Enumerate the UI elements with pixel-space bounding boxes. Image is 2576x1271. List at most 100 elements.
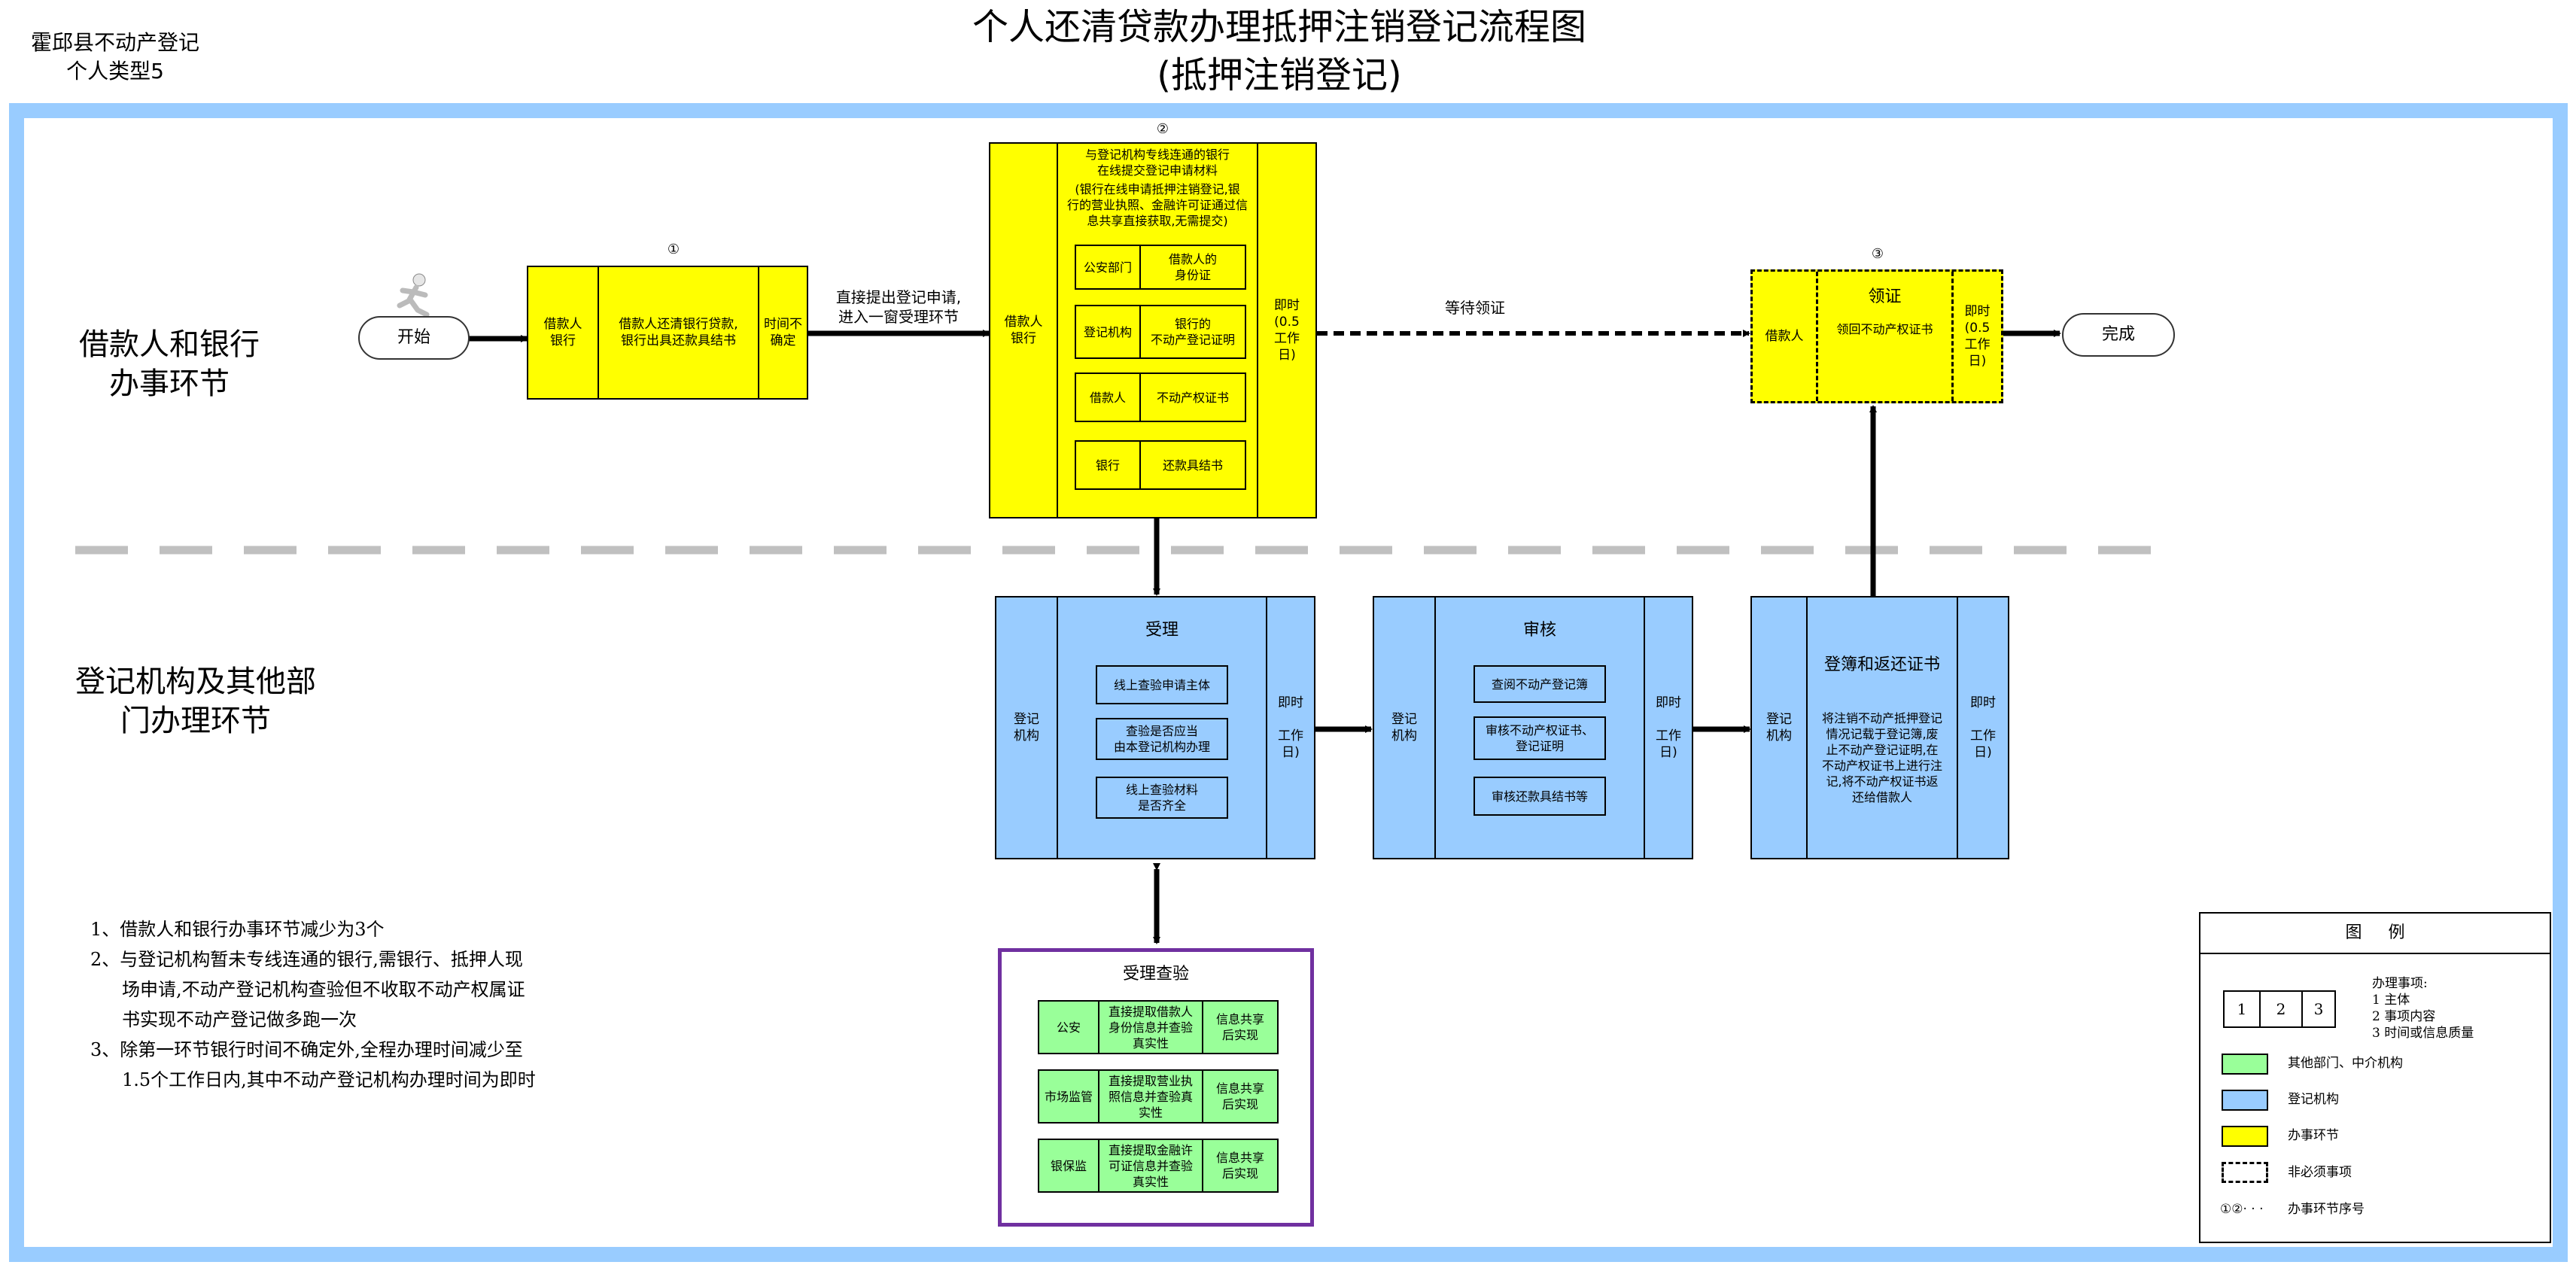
step2-row-3: 借款人 不动产权证书 xyxy=(1075,372,1246,422)
review-time: 即时 工作 日) xyxy=(1644,597,1692,858)
verify-box: 受理查验 公安 直接提取借款人 身份信息并查验 真实性 信息共享 后实现 市场监… xyxy=(998,948,1314,1227)
legend-blue-swatch xyxy=(2222,1090,2268,1111)
step1-time: 时间不 确定 xyxy=(758,267,807,398)
lane-label-bottom: 登记机构及其他部 门办理环节 xyxy=(60,662,331,740)
accept-box: 登记 机构 受理 线上查验申请主体 查验是否应当 由本登记机构办理 线上查验材料… xyxy=(995,596,1315,859)
legend-items-title: 办理事项: xyxy=(2372,976,2428,991)
note-line: 2、与登记机构暂未专线连通的银行,需银行、抵押人现 xyxy=(90,949,523,970)
note-line: 1、借款人和银行办事环节减少为3个 xyxy=(90,919,385,940)
step2-row-4: 银行 还款具结书 xyxy=(1075,440,1246,490)
step3-title: 领证 xyxy=(1868,287,1902,306)
title-line2: (抵押注销登记) xyxy=(1157,54,1402,96)
review-item: 审核还款具结书等 xyxy=(1474,777,1606,816)
step2-row-item: 不动产权证书 xyxy=(1139,374,1245,421)
org-line2: 个人类型5 xyxy=(66,59,164,84)
end-label: 完成 xyxy=(2101,325,2135,344)
step3-content: 领回不动产权证书 xyxy=(1836,322,1933,336)
lane-top-line1: 借款人和银行 xyxy=(79,327,260,362)
legend-dashed-label: 非必须事项 xyxy=(2288,1165,2352,1180)
diagram-frame xyxy=(9,103,2568,1262)
step1-number: ① xyxy=(667,242,680,257)
legend-item: 1 主体 xyxy=(2372,993,2410,1008)
register-content: 将注销不动产抵押登记 情况记载于登记簿,废 止不动产登记证明,在 不动产权证书上… xyxy=(1821,711,1942,804)
step2-row-item: 还款具结书 xyxy=(1139,442,1245,488)
step3-content-cell: 领证 领回不动产权证书 xyxy=(1816,272,1951,401)
verify-row-content: 直接提取金融许 可证信息并查验 真实性 xyxy=(1098,1140,1202,1191)
legend-seq-label: 办事环节序号 xyxy=(2288,1202,2365,1217)
verify-row-status: 信息共享 后实现 xyxy=(1202,1002,1277,1053)
step2-row-1: 公安部门 借款人的 身份证 xyxy=(1075,245,1246,290)
step2-time: 即时 (0.5 工作 日) xyxy=(1257,144,1315,517)
legend-box-number: 2 xyxy=(2259,992,2301,1026)
note-line: 书实现不动产登记做多跑一次 xyxy=(122,1009,357,1030)
review-content: 审核 查阅不动产登记簿 审核不动产权证书、 登记证明 审核还款具结书等 xyxy=(1434,597,1644,858)
legend-items: 办理事项: 1 主体 2 事项内容 3 时间或信息质量 xyxy=(2372,975,2474,1041)
step3-subject: 借款人 xyxy=(1765,329,1804,344)
verify-row-content: 直接提取借款人 身份信息并查验 真实性 xyxy=(1098,1002,1202,1053)
org-line1: 霍邱县不动产登记 xyxy=(30,30,199,55)
step2-subject: 借款人 银行 xyxy=(1004,315,1043,346)
arrow1-label: 直接提出登记申请, 进入一窗受理环节 xyxy=(835,288,962,326)
legend: 图 例 1 2 3 办理事项: 1 主体 2 事项内容 3 时间或信息质量 其他… xyxy=(2199,912,2551,1243)
step2-number: ② xyxy=(1156,121,1169,137)
note-line: 3、除第一环节银行时间不确定外,全程办理时间减少至 xyxy=(90,1039,523,1060)
title-line1: 个人还清贷款办理抵押注销登记流程图 xyxy=(972,6,1586,48)
org-name: 霍邱县不动产登记 个人类型5 xyxy=(21,29,209,86)
notes: 1、借款人和银行办事环节减少为3个 2、与登记机构暂未专线连通的银行,需银行、抵… xyxy=(90,914,662,1095)
legend-box-number: 1 xyxy=(2237,1000,2247,1018)
step2-row-item: 银行的 不动产登记证明 xyxy=(1139,306,1245,357)
end-node[interactable]: 完成 xyxy=(2062,313,2175,357)
step2-row-2: 登记机构 银行的 不动产登记证明 xyxy=(1075,305,1246,359)
accept-item: 线上查验申请主体 xyxy=(1096,665,1228,704)
step3-number: ③ xyxy=(1871,246,1884,262)
review-item: 查阅不动产登记簿 xyxy=(1474,665,1606,703)
register-content-cell: 登簿和返还证书 将注销不动产抵押登记 情况记载于登记簿,废 止不动产登记证明,在… xyxy=(1806,597,1957,858)
step2-note: (银行在线申请抵押注销登记,银 行的营业执照、金融许可证通过信 息共享直接获取,… xyxy=(1066,182,1248,228)
verify-title: 受理查验 xyxy=(1122,965,1189,984)
note-line: 1.5个工作日内,其中不动产登记机构办理时间为即时 xyxy=(122,1069,536,1090)
legend-seq-symbol: ①②· · · xyxy=(2220,1202,2264,1217)
lane-top-line2: 办事环节 xyxy=(109,366,230,401)
verify-row-3: 银保监 直接提取金融许 可证信息并查验 真实性 信息共享 后实现 xyxy=(1038,1139,1279,1193)
step3-time: 即时 (0.5 工作 日) xyxy=(1951,272,2001,401)
legend-box-number: 3 xyxy=(2301,992,2334,1026)
step2-header: 与登记机构专线连通的银行 在线提交登记申请材料 xyxy=(1084,147,1230,178)
verify-row-status: 信息共享 后实现 xyxy=(1202,1140,1277,1191)
verify-row-content: 直接提取营业执 照信息并查验真 实性 xyxy=(1098,1071,1202,1122)
step2-row-party: 借款人 xyxy=(1089,390,1126,405)
step1-subject: 借款人 银行 xyxy=(543,317,582,348)
runner-icon xyxy=(397,273,430,318)
step1-box: 借款人 银行 借款人还清银行贷款, 银行出具还款具结书 时间不 确定 xyxy=(527,266,808,400)
verify-row-party: 银保监 xyxy=(1050,1158,1087,1173)
legend-yellow-label: 办事环节 xyxy=(2288,1128,2339,1143)
legend-blue-label: 登记机构 xyxy=(2288,1092,2339,1107)
step1-content: 借款人还清银行贷款, 银行出具还款具结书 xyxy=(598,267,758,398)
step2-row-party: 公安部门 xyxy=(1083,260,1132,275)
start-node[interactable]: 开始 xyxy=(358,316,470,360)
step2-row-item: 借款人的 身份证 xyxy=(1139,246,1245,288)
accept-content: 受理 线上查验申请主体 查验是否应当 由本登记机构办理 线上查验材料 是否齐全 xyxy=(1057,597,1266,858)
review-box: 登记 机构 审核 查阅不动产登记簿 审核不动产权证书、 登记证明 审核还款具结书… xyxy=(1373,596,1693,859)
register-box: 登记 机构 登簿和返还证书 将注销不动产抵押登记 情况记载于登记簿,废 止不动产… xyxy=(1750,596,2009,859)
step2-row-party: 银行 xyxy=(1095,458,1120,473)
step2-box: 借款人 银行 与登记机构专线连通的银行 在线提交登记申请材料 (银行在线申请抵押… xyxy=(989,142,1317,518)
legend-title: 图 例 xyxy=(2200,914,2550,954)
review-item: 审核不动产权证书、 登记证明 xyxy=(1474,716,1606,760)
step2-content: 与登记机构专线连通的银行 在线提交登记申请材料 (银行在线申请抵押注销登记,银 … xyxy=(1057,144,1257,517)
verify-row-2: 市场监管 直接提取营业执 照信息并查验真 实性 信息共享 后实现 xyxy=(1038,1069,1279,1124)
accept-time: 即时 工作 日) xyxy=(1266,597,1314,858)
legend-yellow-swatch xyxy=(2222,1126,2268,1147)
accept-subject: 登记 机构 xyxy=(1014,712,1039,743)
lane-label-top: 借款人和银行 办事环节 xyxy=(45,325,293,403)
verify-row-1: 公安 直接提取借款人 身份信息并查验 真实性 信息共享 后实现 xyxy=(1038,1000,1279,1054)
page-title: 个人还清贷款办理抵押注销登记流程图 (抵押注销登记) xyxy=(753,3,1806,99)
register-subject: 登记 机构 xyxy=(1766,712,1792,743)
legend-dashed-swatch xyxy=(2222,1162,2268,1183)
register-title: 登簿和返还证书 xyxy=(1823,655,1940,674)
legend-item: 2 事项内容 xyxy=(2372,1009,2436,1024)
legend-sample-box: 1 2 3 xyxy=(2223,990,2336,1028)
lane-bottom-line1: 登记机构及其他部 xyxy=(75,664,316,699)
lane-bottom-line2: 门办理环节 xyxy=(120,704,271,738)
register-time: 即时 工作 日) xyxy=(1957,597,2008,858)
